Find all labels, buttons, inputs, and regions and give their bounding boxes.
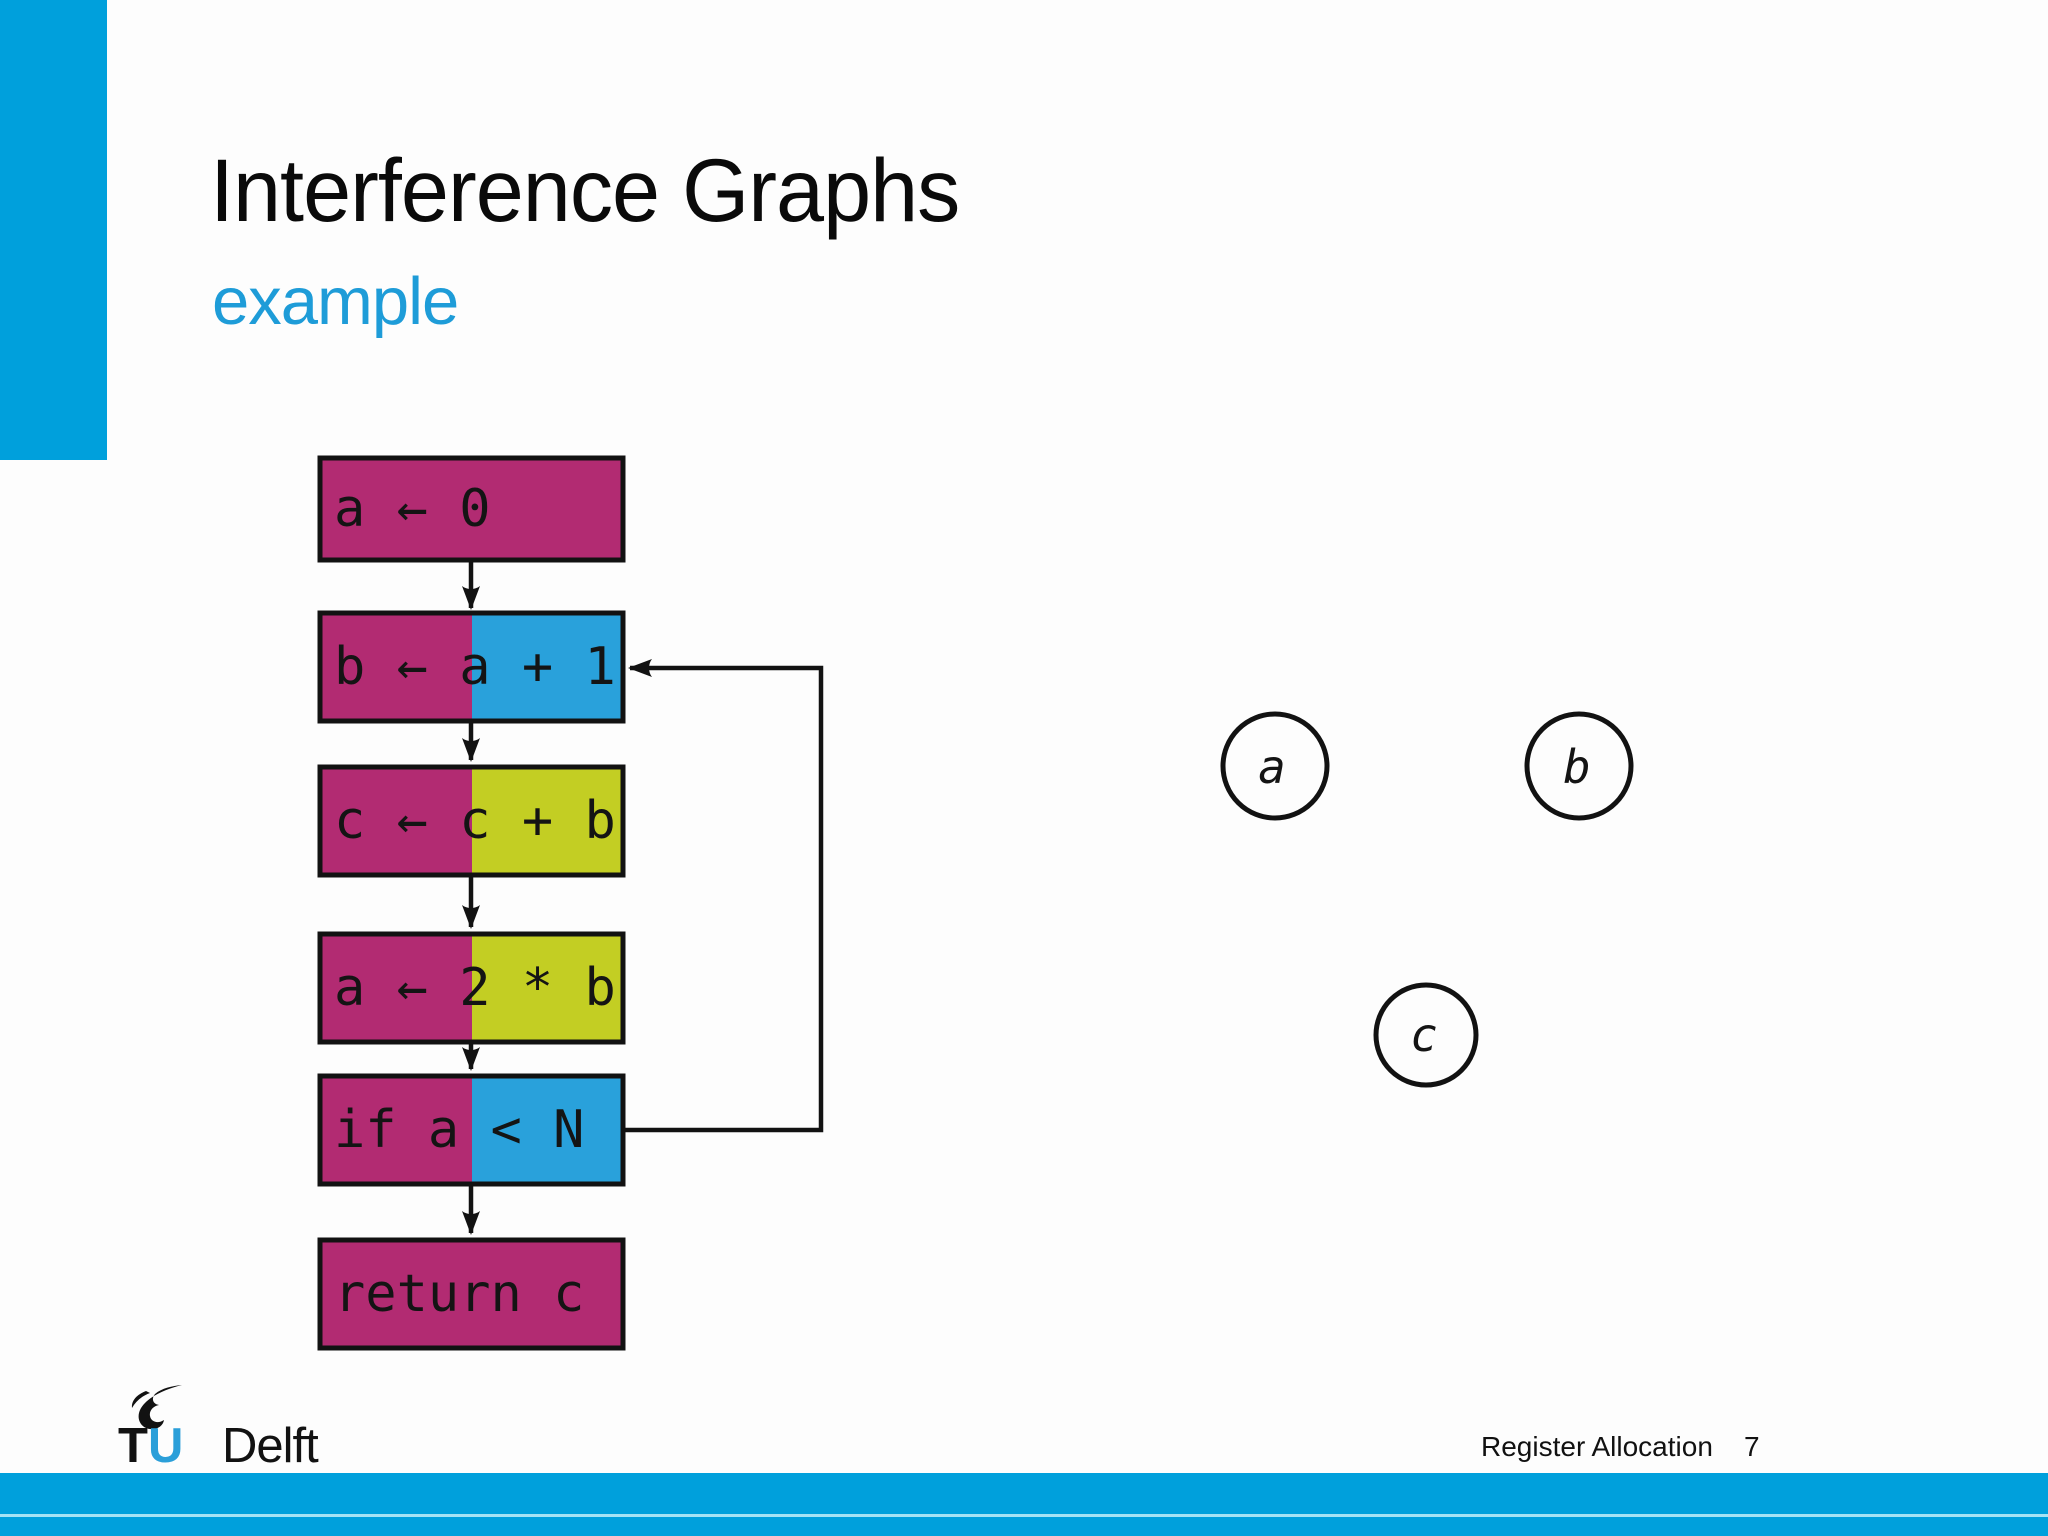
flow-arrows <box>462 560 824 1235</box>
footer-course-title: Register Allocation <box>1481 1431 1713 1462</box>
page-subtitle: example <box>212 264 459 339</box>
svg-text:TU: TU <box>118 1419 183 1472</box>
flow-box-c-assign: c ← c + b <box>317 764 626 878</box>
logo-delft-text: Delft <box>222 1419 319 1472</box>
flow-box-return: return c <box>317 1237 626 1351</box>
footer-page-number: 7 <box>1744 1431 1760 1462</box>
bottom-accent-bar <box>0 1473 2048 1536</box>
left-accent-bar <box>0 0 107 460</box>
page-title: Interference Graphs <box>210 140 960 240</box>
flow-box-text: a ← 2 * b <box>334 958 616 1018</box>
flow-box-a-assign-0: a ← 0 <box>317 455 626 563</box>
flow-box-a-mult: a ← 2 * b <box>317 931 626 1045</box>
interference-node-b: b <box>1524 711 1634 821</box>
loop-back-arrow <box>623 659 824 1133</box>
bottom-bar-divider-line <box>0 1514 2048 1517</box>
interference-node-a: a <box>1220 711 1330 821</box>
interference-node-c: c <box>1373 982 1479 1088</box>
interference-node-label: b <box>1563 740 1591 794</box>
logo-letter-t: T <box>118 1419 148 1472</box>
tu-delft-logo: TU Delft <box>118 1385 320 1472</box>
logo-letter-u: U <box>148 1419 183 1472</box>
flow-box-text: if a < N <box>334 1100 584 1160</box>
interference-node-label: a <box>1258 740 1286 794</box>
flow-box-text: return c <box>334 1264 584 1324</box>
flow-box-text: a ← 0 <box>334 479 491 539</box>
flame-icon <box>131 1385 182 1430</box>
flow-box-b-assign: b ← a + 1 <box>317 610 626 724</box>
flow-box-text: c ← c + b <box>334 791 616 851</box>
interference-node-label: c <box>1410 1008 1438 1062</box>
flow-box-text: b ← a + 1 <box>334 637 616 697</box>
flow-box-if-condition: if a < N <box>317 1073 626 1187</box>
